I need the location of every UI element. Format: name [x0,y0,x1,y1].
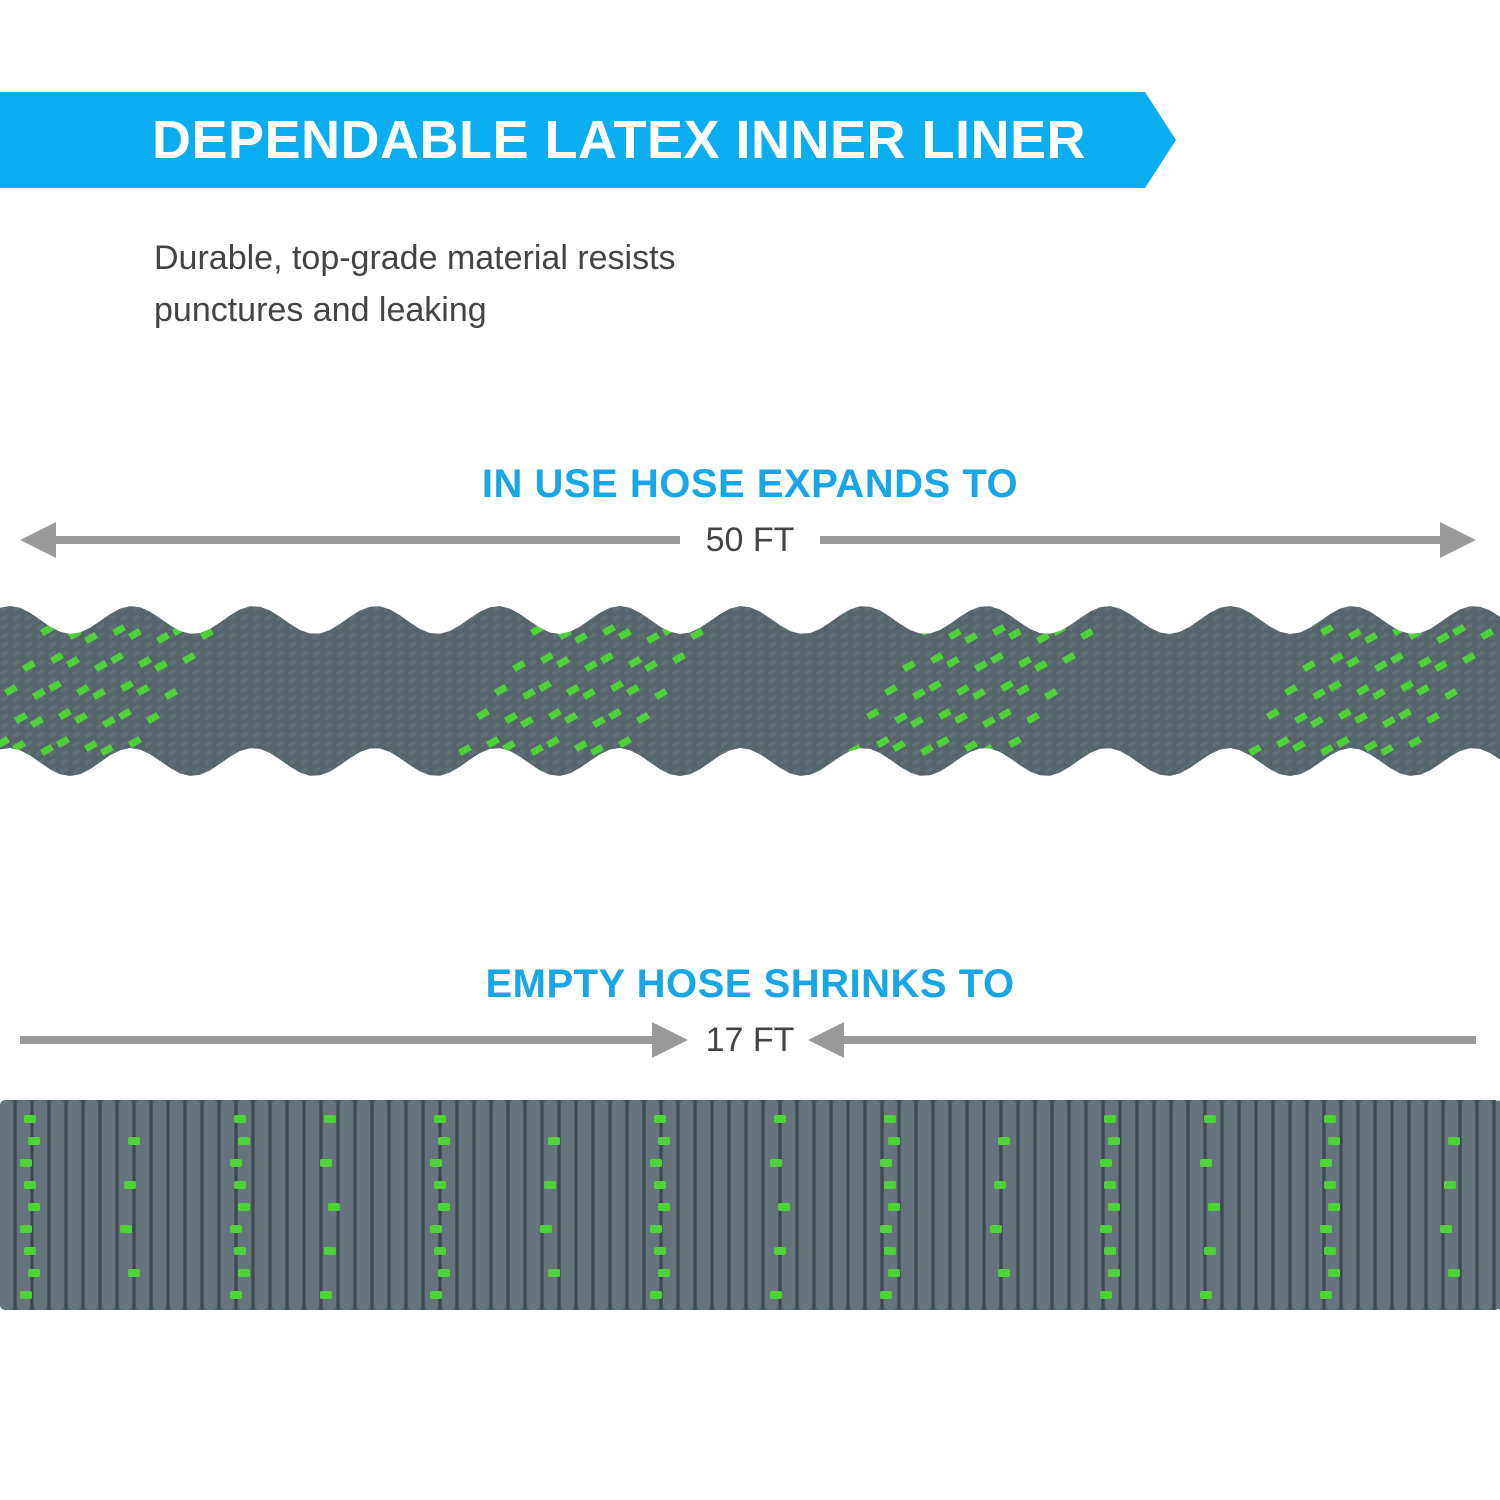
expanded-hose-image [0,606,1500,776]
compressed-measure: 17 FT [0,1015,1500,1065]
banner-arrow-shape [0,92,1176,188]
subtitle-line-1: Durable, top-grade material resists [154,239,676,277]
expanded-length: 50 FT [705,521,795,559]
compressed-heading: EMPTY HOSE SHRINKS TO [485,962,1015,1006]
title-banner: DEPENDABLE LATEX INNER LINER [0,92,1180,188]
inward-arrows-icon [20,1022,1476,1058]
banner-title: DEPENDABLE LATEX INNER LINER [152,110,1087,170]
expanded-heading: IN USE HOSE EXPANDS TO [481,462,1019,506]
outward-arrows-icon [20,522,1476,558]
expanded-measure: 50 FT [0,515,1500,565]
subtitle-line-2: punctures and leaking [154,291,487,329]
compressed-hose-image [0,1100,1500,1310]
subtitle: Durable, top-grade material resists punc… [154,232,854,336]
compressed-length: 17 FT [705,1021,795,1059]
